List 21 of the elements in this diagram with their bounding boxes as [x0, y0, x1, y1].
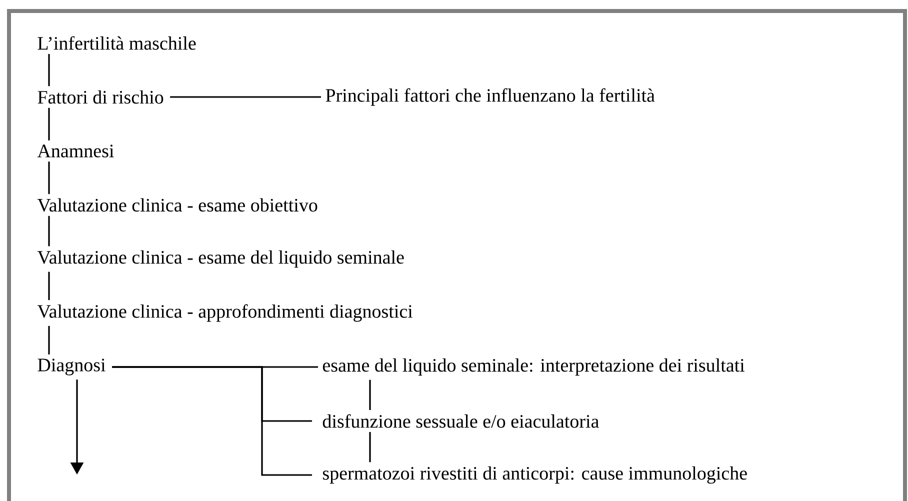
connector-line: [170, 96, 321, 98]
connector-line: [48, 326, 50, 354]
connector-line: [112, 366, 312, 476]
step-text: Principali fattori che influenzano la fertilità: [326, 88, 655, 106]
step-text: disfunzione sessuale e/o eiaculatoria: [322, 414, 599, 428]
connector-line: [369, 380, 371, 410]
step-text: Anamnesi: [37, 144, 114, 158]
step-text: Valutazione clinica - approfondimenti diagnostici: [37, 304, 413, 322]
step-text: Fattori di rischio: [38, 90, 164, 104]
step-text: spermatozoi rivestiti di anticorpi: cause immunologiche: [322, 466, 747, 484]
connector-line: [48, 216, 50, 246]
connector-line: [48, 108, 50, 140]
connector-line: [48, 272, 50, 300]
connector-line: [48, 162, 50, 194]
step-text: esame del liquido seminale: interpretazione dei risultati: [322, 358, 745, 376]
step-text: Valutazione clinica - esame del liquido seminale: [37, 250, 404, 268]
step-text: L’infertilità maschile: [38, 36, 196, 50]
connector-line: [48, 54, 50, 86]
step-text: Valutazione clinica - esame obiettivo: [37, 198, 318, 212]
step-text: Diagnosi: [38, 358, 106, 376]
connector-line: [369, 432, 371, 462]
